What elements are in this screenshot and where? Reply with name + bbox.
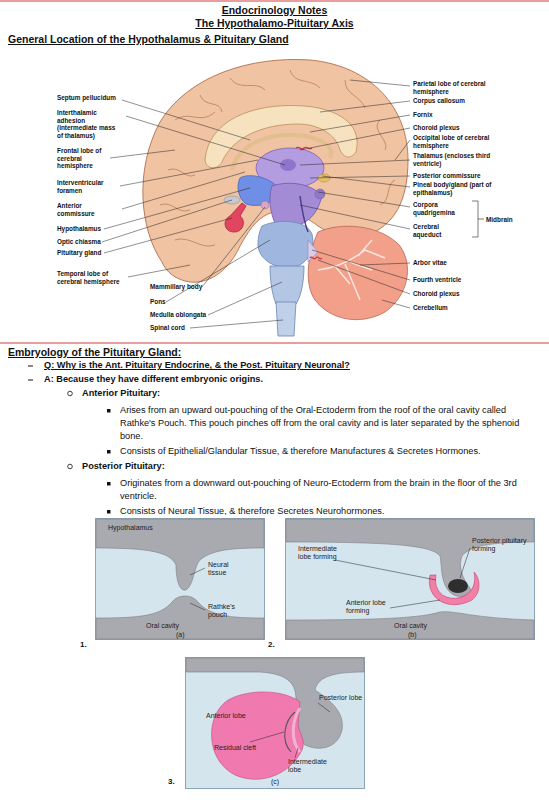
figure-panel: Intermediate lobe forming Posterior pitui… xyxy=(285,518,535,640)
hypothalamus-shape xyxy=(238,176,280,206)
part-label: Fornix xyxy=(413,111,433,119)
part-label: Choroid plexus xyxy=(413,290,460,298)
part-label: Interthalamic adhesion (intermediate mas… xyxy=(57,109,123,139)
section-heading: Embryology of the Pituitary Gland: xyxy=(8,346,181,358)
figure-label: (a) xyxy=(176,631,206,639)
thalamus-shape xyxy=(256,148,324,188)
note-text: Q: Why is the Ant. Pituitary Endocrine, … xyxy=(44,359,350,372)
callout-number: 1. xyxy=(80,640,87,649)
figure-label: Residual cleft xyxy=(214,744,259,752)
part-label: Optic chiasma xyxy=(57,238,101,246)
part-label: Anterior commissure xyxy=(57,202,121,217)
section-heading: General Location of the Hypothalamus & P… xyxy=(8,33,289,45)
cerebellum-shape xyxy=(308,226,407,319)
part-label: Parietal lobe of cerebral hemisphere xyxy=(413,80,493,95)
gyri-lines xyxy=(160,70,395,246)
part-label: Arbor vitae xyxy=(413,259,447,267)
part-label: Cerebellum xyxy=(413,304,448,312)
figure-label: Posterior lobe xyxy=(319,694,367,702)
part-label: Hypothalamus xyxy=(57,225,101,233)
part-label: Thalamus (encloses third ventricle) xyxy=(413,152,508,167)
part-label: Temporal lobe of cerebral hemisphere xyxy=(57,270,129,285)
note-text: Consists of Epithelial/Glandular Tissue,… xyxy=(120,445,542,458)
part-label: Septum pellucidum xyxy=(57,94,137,102)
part-label: Pons xyxy=(150,298,166,306)
quadrigemina-shape xyxy=(315,189,325,199)
page-title: Endocrinology Notes xyxy=(0,4,549,16)
fornix-shape xyxy=(232,135,331,170)
part-label: Midbrain xyxy=(486,216,513,224)
part-label: Corpus callosum xyxy=(413,97,465,105)
cerebrum-shape xyxy=(143,60,408,283)
bullet-square xyxy=(107,510,111,514)
bracket xyxy=(472,201,484,237)
figure-label: Rathke's pouch xyxy=(208,603,253,619)
rule-line xyxy=(0,343,549,344)
pineal-shape xyxy=(318,174,330,182)
part-label: Fourth ventricle xyxy=(413,276,461,284)
choroid-plexus-shape xyxy=(296,147,312,149)
figure-label: Hypothalamus xyxy=(108,524,168,532)
part-label: Occipital lobe of cerebral hemisphere xyxy=(413,134,493,149)
figure-label: Posterior pituitary forming xyxy=(472,537,532,553)
bullet-square xyxy=(107,482,111,486)
part-label: Frontal lobe of cerebral hemisphere xyxy=(57,147,109,170)
bullet-circle xyxy=(68,464,73,469)
part-label: Interventricular foramen xyxy=(57,179,119,194)
figure-label: Oral cavity xyxy=(146,622,206,630)
adhesion-shape xyxy=(280,159,296,171)
part-label: Corpora quadrigemina xyxy=(413,201,463,216)
figure-label: Intermediate lobe xyxy=(288,758,338,774)
part-label: Spinal cord xyxy=(150,324,185,332)
figure-label: (c) xyxy=(271,778,301,786)
bullet-square xyxy=(107,409,111,413)
part-label: Choroid plexus xyxy=(413,124,460,132)
figure-panel: Posterior lobeAnterior lobeResidual clef… xyxy=(185,657,365,789)
arbor-vitae-shape xyxy=(318,240,385,300)
rule-line xyxy=(0,1,549,2)
note-text: Originates from a downward out-pouching … xyxy=(120,477,542,503)
figure-panel: HypothalamusNeural tissueRathke's pouchO… xyxy=(95,518,265,640)
section-heading: The Hypothalamo-Pituitary Axis xyxy=(0,17,549,29)
note-text: Anterior Pituitary: xyxy=(82,387,160,400)
figure-label: Oral cavity xyxy=(394,622,454,630)
optic-chiasma-shape xyxy=(224,196,240,204)
pons-shape xyxy=(258,221,313,268)
part-label: Medulla oblongata xyxy=(150,311,206,319)
note-text: Posterior Pituitary: xyxy=(82,460,165,473)
mammillary-shape xyxy=(261,201,269,209)
corpus-callosum-shape xyxy=(205,105,357,167)
medulla-shape xyxy=(270,266,304,304)
fourth-ventricle-shape xyxy=(308,240,318,262)
part-label: Mammillary body xyxy=(150,283,202,291)
callout-number: 3. xyxy=(168,777,175,786)
spinal-cord-shape xyxy=(276,302,296,336)
part-label: Posterior commissure xyxy=(413,172,480,180)
part-label: Pituitary gland xyxy=(57,249,101,257)
bullet-circle xyxy=(68,391,73,396)
note-text: Arises from an upward out-pouching of th… xyxy=(120,404,542,443)
aqueduct-shape xyxy=(300,196,308,232)
figure-label: Anterior lobe forming xyxy=(346,599,406,615)
bullet-dash xyxy=(28,366,33,380)
part-label: Pineal body/gland (part of epithalamus) xyxy=(413,181,493,196)
figure-label: Neural tissue xyxy=(208,561,248,577)
bullet-square xyxy=(107,450,111,454)
leader-line xyxy=(102,80,410,328)
figure-label: (b) xyxy=(408,631,438,639)
part-label: Cerebral aqueduct xyxy=(413,223,455,238)
midbrain-shape xyxy=(270,183,322,226)
figure-label: Anterior lobe xyxy=(206,712,251,720)
figure-label: Intermediate lobe forming xyxy=(298,545,348,561)
choroid-plexus-shape xyxy=(310,257,322,259)
pituitary-shape xyxy=(225,203,246,232)
callout-number: 2. xyxy=(268,640,275,649)
note-text: A: Because they have different embryonic… xyxy=(44,373,263,386)
note-text: Consists of Neural Tissue, & therefore S… xyxy=(120,505,542,518)
